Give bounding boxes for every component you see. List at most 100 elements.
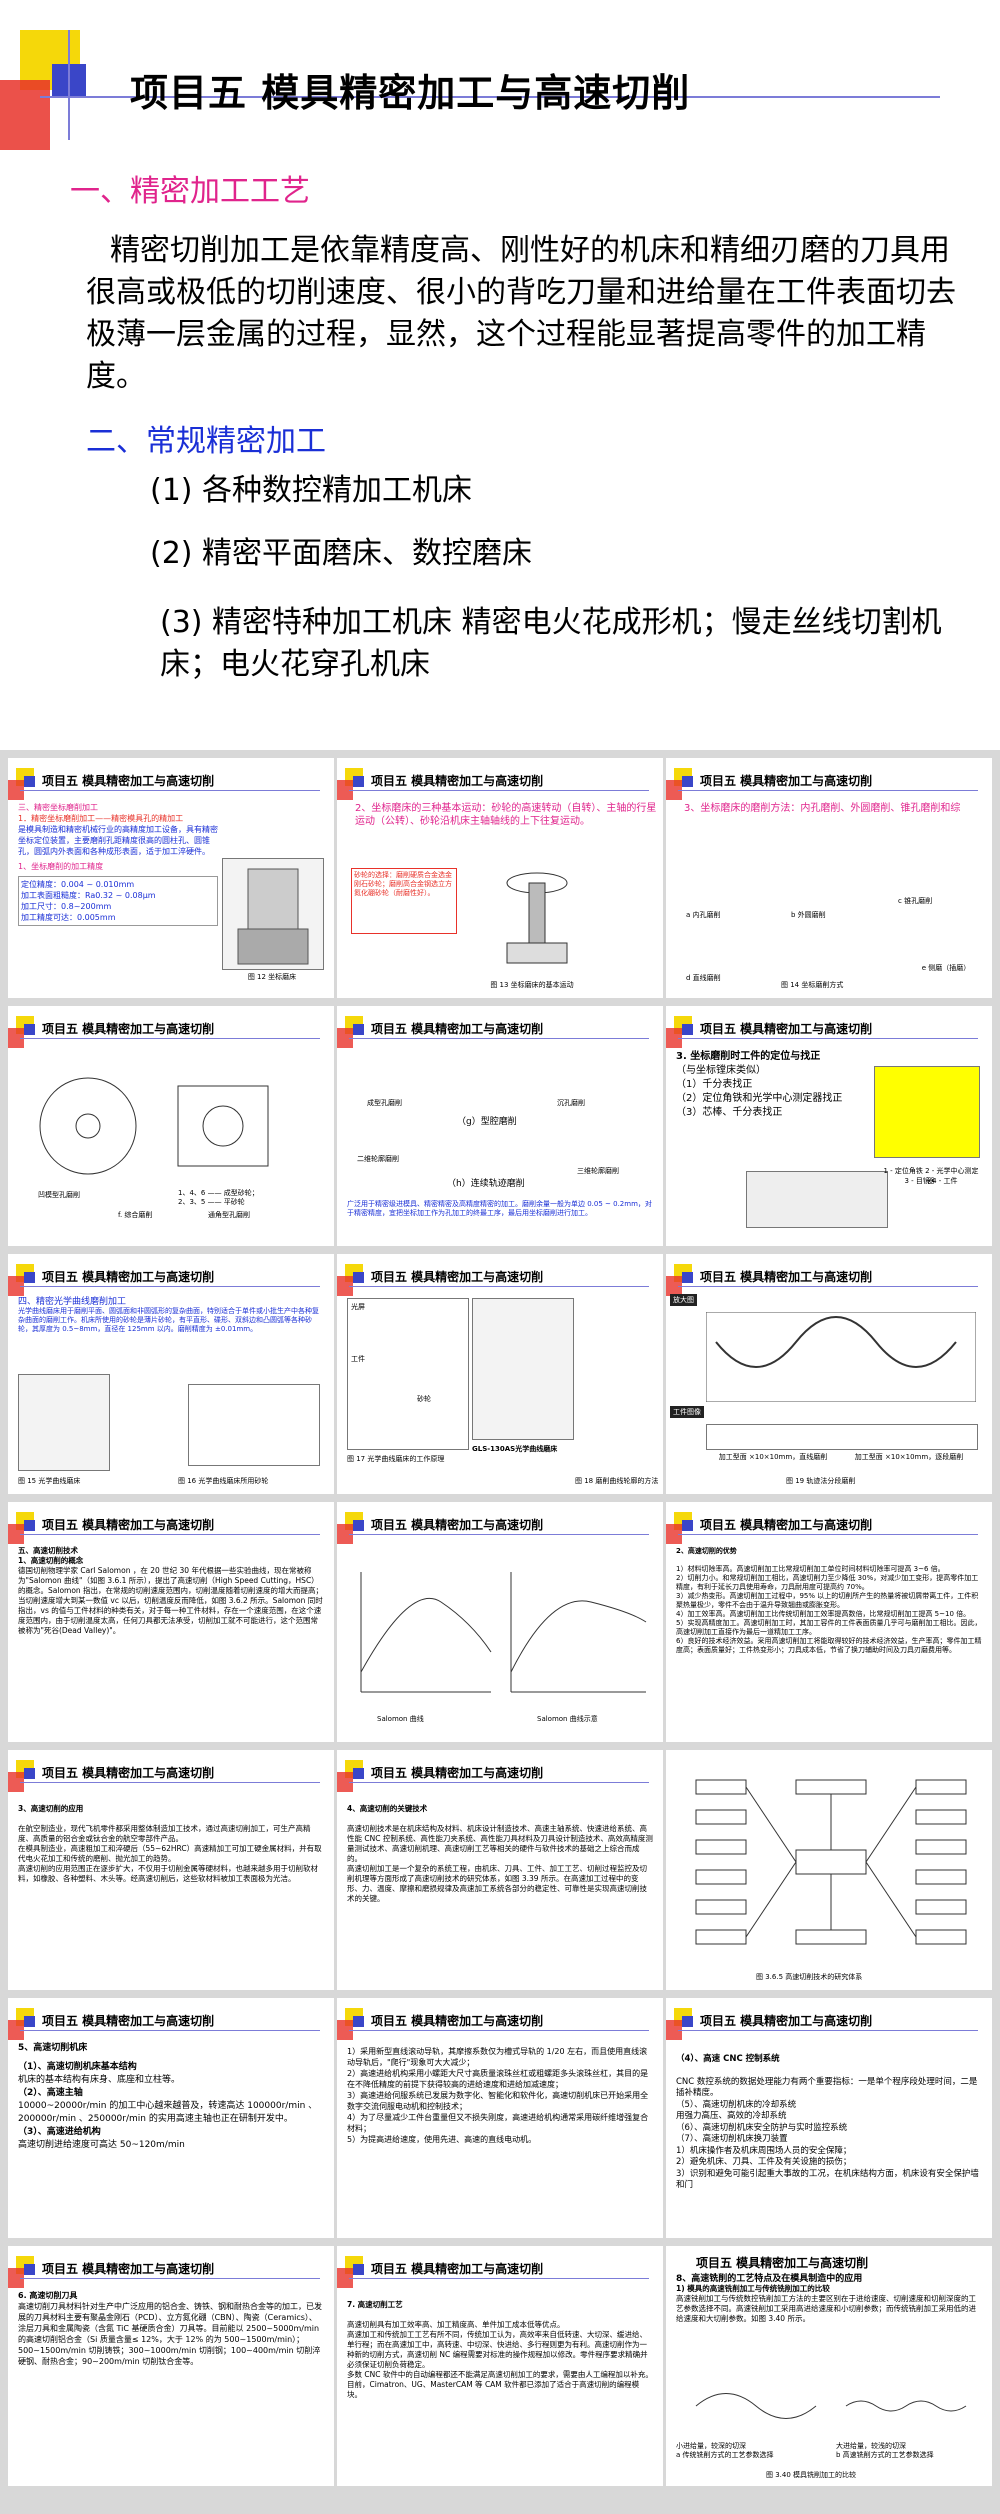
thumb-title: 项目五 模具精密加工与高速切削 [42,1022,215,1036]
optical-center-device-photo [874,1066,980,1158]
slide-thumbnail-grid: 项目五 模具精密加工与高速切削 三、精密坐标磨削加工 1．精密坐标磨削加工——精… [0,750,1000,2514]
figure-caption: 3 - 目镜 4 - 工件 [904,1177,958,1185]
figure-caption: 图 13 坐标磨床的基本运动 [490,981,574,989]
thumb-text: 7. 高速切削工艺 [347,2300,403,2309]
figure-caption: Salomon 曲线 [377,1715,424,1723]
figure-caption: 图 14 坐标磨削方式 [781,981,844,989]
decor-red-square [0,80,50,150]
slide-thumbnail[interactable]: 项目五 模具精密加工与高速切削 Salomon 曲线 Salomon 曲线示意 [337,1502,663,1742]
decor-vertical-line [68,30,70,140]
list-item: (1) 各种数控精加工机床 [150,473,473,508]
figure-label: c 锥孔磨削 [898,897,933,905]
machine-photo [472,1298,574,1440]
slide-thumbnail[interactable]: 项目五 模具精密加工与高速切削 3、高速切削的应用 在航空制造业，现代飞机零件都… [8,1750,334,1990]
slide-thumbnail[interactable]: 项目五 模具精密加工与高速切削 四、精密光学曲线磨削加工 光学曲线磨床用于磨削平… [8,1254,334,1494]
figure-label: 砂轮 [417,1395,431,1403]
thumb-text: 高速铣削加工与传统数控铣削加工方法的主要区别在于进给速度、切削速度和切削深度的工… [676,2294,976,2323]
slide-title: 项目五 模具精密加工与高速切削 [130,71,691,115]
slide-thumbnail[interactable]: 项目五 模具精密加工与高速切削 5、高速切削机床 （1）、高速切削机床基本结构 … [8,1998,334,2238]
thumb-text: 三、精密坐标磨削加工 [18,803,98,812]
thumb-title: 项目五 模具精密加工与高速切削 [371,1766,544,1780]
slide-thumbnail[interactable]: 项目五 模具精密加工与高速切削 三、精密坐标磨削加工 1．精密坐标磨削加工——精… [8,758,334,998]
slide-thumbnail[interactable]: 项目五 模具精密加工与高速切削 3. 坐标磨削时工件的定位与找正 （与坐标镗床类… [666,1006,992,1246]
slide-thumbnail[interactable]: 项目五 模具精密加工与高速切削 光屏 工件 砂轮 图 17 光学曲线磨床的工作原… [337,1254,663,1494]
research-system-diagram [695,1779,967,1945]
grinding-diagram [39,1077,269,1175]
list-item: (2) 精密平面磨床、数控磨床 [150,536,533,571]
thumb-text: CNC 数控系统的数据处理能力有两个重要指标：一是单个程序段处理时间，二是插补精… [676,2076,979,2191]
figure-caption: Salomon 曲线示意 [537,1715,598,1723]
thumb-title: 项目五 模具精密加工与高速切削 [371,774,544,788]
thumb-text: 加工精度可达：0.005mm [21,913,116,922]
figure-label: 工件 [351,1355,365,1363]
thumb-title: 项目五 模具精密加工与高速切削 [42,2014,215,2028]
figure-label: 加工型面 ×10×10mm，逐段磨削 [854,1453,964,1461]
slide-thumbnail[interactable]: 项目五 模具精密加工与高速切削 放大图 工件图像 加工型面 ×10×10mm，直… [666,1254,992,1494]
figure-label: d 直线磨削 [686,974,721,982]
slide-thumbnail[interactable]: 项目五 模具精密加工与高速切削 五、高速切削技术 1、高速切削的概念 德国切削物… [8,1502,334,1742]
section-heading-conventional: 二、常规精密加工 [86,424,326,459]
thumb-text: 光学曲线磨床用于磨削平面、圆弧面和非圆弧形的复杂曲面，特别适合于单件或小批生产中… [18,1307,319,1333]
principle-diagram [347,1298,469,1450]
figure-label: a 传统铣削方式的工艺参数选择 [676,2451,774,2459]
figure-label: 三维轮廓磨削 [577,1167,619,1175]
figure-label: （g）型腔磨削 [457,1117,517,1127]
thumb-text: （2）定位角铁和光学中心测定器找正 [676,1093,843,1104]
figure-caption: 图 19 轨迹法分段磨削 [786,1477,856,1485]
slide-thumbnail[interactable]: 项目五 模具精密加工与高速切削 2、高速切削的优势 1）材料切除率高。高速切削加… [666,1502,992,1742]
figure-label: b 高速铣削方式的工艺参数选择 [836,2451,934,2459]
figure-caption: 1 - 定位角铁 2 - 光学中心测定器 [883,1167,979,1185]
thumb-text: 是模具制造和精密机械行业的高精度加工设备，具有精密坐标定位装置，主要磨削孔距精度… [18,825,218,856]
milling-comparison-diagram [695,2393,967,2419]
thumb-text: 四、精密光学曲线磨削加工 [18,1297,127,1307]
slide-thumbnail[interactable]: 项目五 模具精密加工与高速切削 4、高速切削的关键技术 高速切削技术是在机床结构… [337,1750,663,1990]
thumb-title: 项目五 模具精密加工与高速切削 [371,1518,544,1532]
thumb-title: 项目五 模具精密加工与高速切削 [700,1518,873,1532]
machine-photo [18,1374,110,1471]
figure-label: 加工型面 ×10×10mm，直线磨削 [718,1453,828,1461]
thumb-title: 项目五 模具精密加工与高速切削 [42,1270,215,1284]
thumb-text: 1) 模具的高速铣削加工与传统铣削加工的比较 [676,2284,830,2293]
thumb-text: 高速切削具有加工效率高、加工精度高、单件加工成本低等优点。 高速加工和传统加工工… [347,2320,653,2399]
thumb-text: 五、高速切削技术 [18,1546,78,1555]
slide-thumbnail[interactable]: 项目五 模具精密加工与高速切削 1）采用新型直线滚动导轨，其摩擦系数仅为槽式导轨… [337,1998,663,2238]
figure-label: 光屏 [351,1303,365,1311]
slide-thumbnail[interactable]: 图 3.6.5 高速切削技术的研究体系 [666,1750,992,1990]
thumb-text: 在航空制造业，现代飞机零件都采用整体制造加工技术，通过高速切削加工，可生产高精度… [18,1824,322,1883]
tag-label: 工件图像 [670,1406,704,1418]
slide-thumbnail[interactable]: 项目五 模具精密加工与高速切削 6. 高速切削刀具 高速切削刀具材料针对生产中广… [8,2246,334,2486]
salomon-curves [360,1572,647,1693]
slide-thumbnail[interactable]: 项目五 模具精密加工与高速切削 2、坐标磨床的三种基本运动：砂轮的高速转动（自转… [337,758,663,998]
figure-label: 2、3、5 —— 平砂轮 [178,1198,245,1206]
thumb-text: 高速切削刀具材料针对生产中广泛应用的铝合金、铸铁、钢和耐热合金等的加工，已发展的… [18,2302,322,2366]
figure-label: a 内孔磨削 [686,911,721,919]
figure-caption: 图 3.6.5 高速切削技术的研究体系 [756,1973,863,1981]
figure-label: 大进给量，较浅的切深 [836,2442,906,2450]
thumb-title: 项目五 模具精密加工与高速切削 [696,2256,869,2270]
thumb-text: （3）芯棒、千分表找正 [676,1107,783,1118]
thumb-text: 1）采用新型直线滚动导轨，其摩擦系数仅为槽式导轨的 1/20 左右，而且使用直线… [347,2047,649,2144]
slide-thumbnail[interactable]: 项目五 模具精密加工与高速切削 8、高速铣削的工艺特点及在模具制造中的应用 1)… [666,2246,992,2486]
slide-thumbnail[interactable]: 项目五 模具精密加工与高速切削 3、坐标磨床的磨削方法：内孔磨削、外圆磨削、锥孔… [666,758,992,998]
figure-label: 凹模型孔磨削 [38,1191,80,1199]
thumb-title: 项目五 模具精密加工与高速切削 [700,1270,873,1284]
thumb-title: 项目五 模具精密加工与高速切削 [42,774,215,788]
figure-label: b 外圆磨削 [791,911,826,919]
slide-thumbnail[interactable]: 项目五 模具精密加工与高速切削 7. 高速切削工艺 高速切削具有加工效率高、加工… [337,2246,663,2486]
figure-label: e 侧磨（插磨） [921,964,971,972]
slide-thumbnail[interactable]: 项目五 模具精密加工与高速切削 成型孔磨削 沉孔磨削 （g）型腔磨削 二维轮廓磨… [337,1006,663,1246]
thumb-text: 1．精密坐标磨削加工——精密模具孔的精加工 [18,814,184,823]
figure-label: 二维轮廓磨削 [357,1155,399,1163]
thumb-text: 高速切削进给速度可高达 50~120m/min [18,2140,185,2150]
thumb-title: 项目五 模具精密加工与高速切削 [371,1270,544,1284]
thumb-text: 高速切削技术是在机床结构及材料、机床设计制造技术、高速主轴系统、快速进给系统、高… [347,1824,653,1903]
thumb-title: 项目五 模具精密加工与高速切削 [371,2014,544,2028]
decor-horizontal-line [40,96,940,98]
slide-thumbnail[interactable]: 项目五 模具精密加工与高速切削 凹模型孔磨削 f. 综合磨削 通角型孔磨削 1、… [8,1006,334,1246]
thumb-title: 项目五 模具精密加工与高速切削 [371,2262,544,2276]
slide-thumbnail[interactable]: 项目五 模具精密加工与高速切削 （4）、高速 CNC 控制系统 CNC 数控系统… [666,1998,992,2238]
thumb-text: 机床的基本结构有床身、底座和立柱等。 [18,2075,181,2085]
thumb-text: 定位精度：0.004 ~ 0.010mm [21,880,135,889]
thumb-text: 加工表面粗糙度：Ra0.32 ~ 0.08μm [21,891,156,900]
thumb-text: （4）、高速 CNC 控制系统 [676,2053,780,2064]
